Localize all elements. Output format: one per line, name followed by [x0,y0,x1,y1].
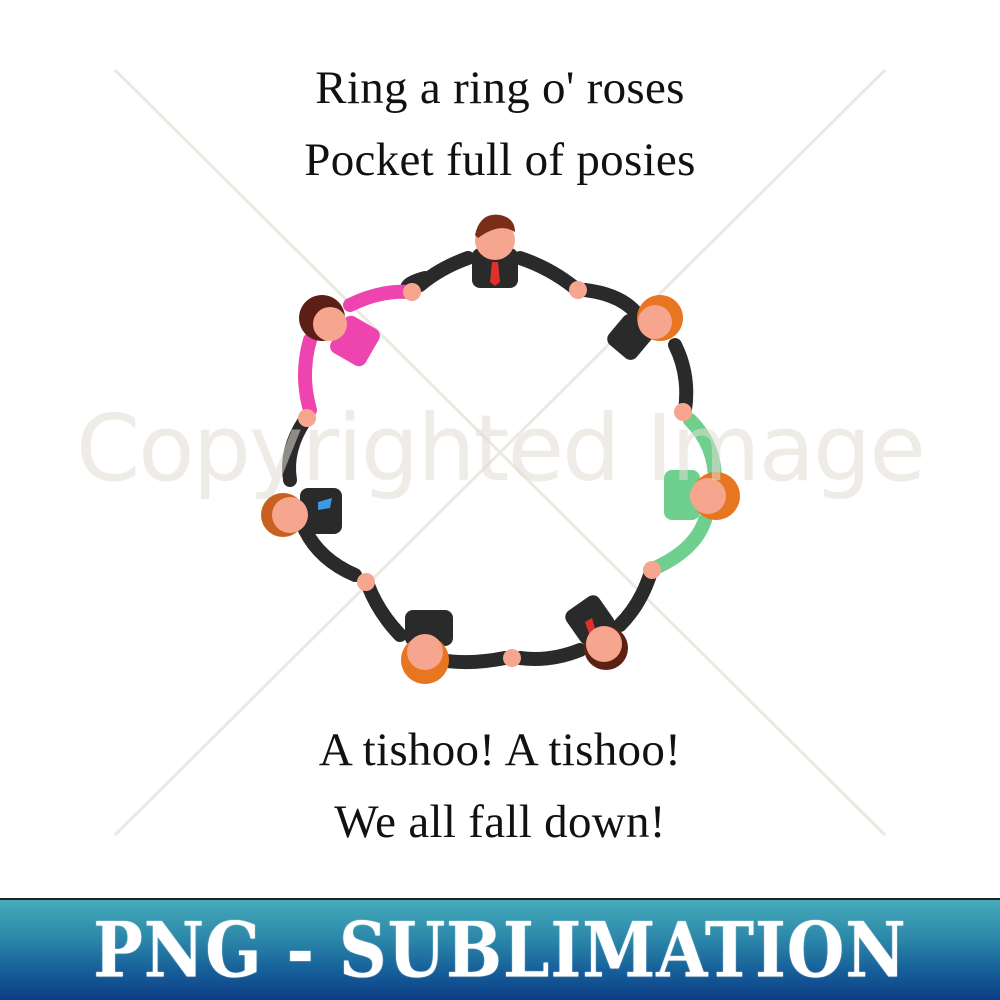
person-bottom-left [401,610,453,684]
watermark-cross-lines [113,68,887,837]
ring-of-people-illustration [261,214,740,684]
png-sublimation-banner: PNG - SUBLIMATION [0,898,1000,1000]
person-top [472,214,518,288]
person-bottom-right [565,595,628,670]
watermark-text: Copyrighted Image [76,395,926,502]
lyric-line: We all fall down! [334,796,666,848]
person-left [261,488,342,537]
banner-label: PNG - SUBLIMATION [93,905,907,995]
lyrics-bottom: A tishoo! A tishoo! We all fall down! [0,714,1000,858]
lyric-line: A tishoo! A tishoo! [318,724,682,776]
person-top-right [607,295,683,360]
person-right [664,470,740,520]
person-top-left [299,295,380,367]
lyrics-top: Ring a ring o' roses Pocket full of posi… [0,52,1000,196]
lyric-line: Pocket full of posies [304,134,696,186]
lyric-line: Ring a ring o' roses [315,62,685,114]
